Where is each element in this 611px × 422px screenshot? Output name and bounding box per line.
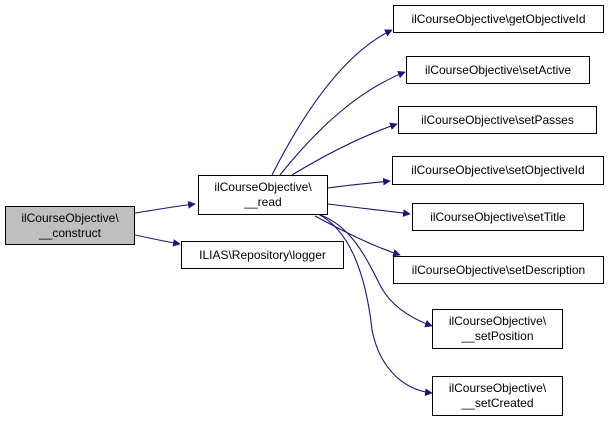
- node-setTitle[interactable]: ilCourseObjective\setTitle: [412, 203, 584, 231]
- node-read-line2: __read: [244, 195, 282, 209]
- edge-read-to-setPasses: [291, 122, 398, 176]
- edge-construct-to-logger: [134, 234, 181, 247]
- node-setPasses[interactable]: ilCourseObjective\setPasses: [398, 106, 597, 134]
- node-setPosition-line1: ilCourseObjective\: [448, 314, 547, 328]
- node-setCreated-line2: __setCreated: [461, 396, 534, 410]
- node-setDescription-label: ilCourseObjective\setDescription: [411, 262, 586, 277]
- edge-read-to-setDescription: [314, 215, 401, 257]
- node-read-line1: ilCourseObjective\: [214, 180, 312, 194]
- node-logger-label: ILIAS\Repository\logger: [199, 247, 326, 262]
- node-setObjectiveId[interactable]: ilCourseObjective\setObjectiveId: [392, 156, 604, 185]
- node-setPosition-line2: __setPosition: [461, 329, 534, 343]
- node-setObjectiveId-label: ilCourseObjective\setObjectiveId: [411, 163, 585, 177]
- node-construct-line2: __construct: [38, 225, 102, 240]
- node-getObjectiveId-label: ilCourseObjective\getObjectiveId: [411, 11, 586, 26]
- node-getObjectiveId[interactable]: ilCourseObjective\getObjectiveId: [393, 5, 604, 33]
- node-setActive[interactable]: ilCourseObjective\setActive: [406, 56, 590, 84]
- node-logger[interactable]: ILIAS\Repository\logger: [181, 241, 344, 269]
- node-construct-line1: ilCourseObjective\: [21, 210, 119, 225]
- node-read[interactable]: ilCourseObjective\ __read: [198, 175, 328, 215]
- node-setPasses-label: ilCourseObjective\setPasses: [421, 112, 574, 127]
- node-setPosition[interactable]: ilCourseObjective\ __setPosition: [432, 309, 563, 349]
- edge-read-to-setTitle: [327, 203, 411, 217]
- edge-read-to-setObjectiveId: [327, 177, 391, 189]
- edge-construct-to-read: [134, 201, 196, 214]
- node-setCreated[interactable]: ilCourseObjective\ __setCreated: [432, 376, 563, 416]
- node-construct[interactable]: ilCourseObjective\ __construct: [5, 206, 135, 245]
- edge-read-to-setPosition: [317, 213, 433, 328]
- node-setDescription[interactable]: ilCourseObjective\setDescription: [393, 256, 604, 284]
- node-setTitle-label: ilCourseObjective\setTitle: [430, 209, 566, 224]
- node-setActive-label: ilCourseObjective\setActive: [424, 62, 572, 77]
- node-setCreated-line1: ilCourseObjective\: [448, 381, 547, 395]
- edge-read-to-setCreated: [317, 213, 433, 397]
- edge-read-to-getObjectiveId: [271, 29, 393, 176]
- edge-read-to-setActive: [279, 71, 406, 176]
